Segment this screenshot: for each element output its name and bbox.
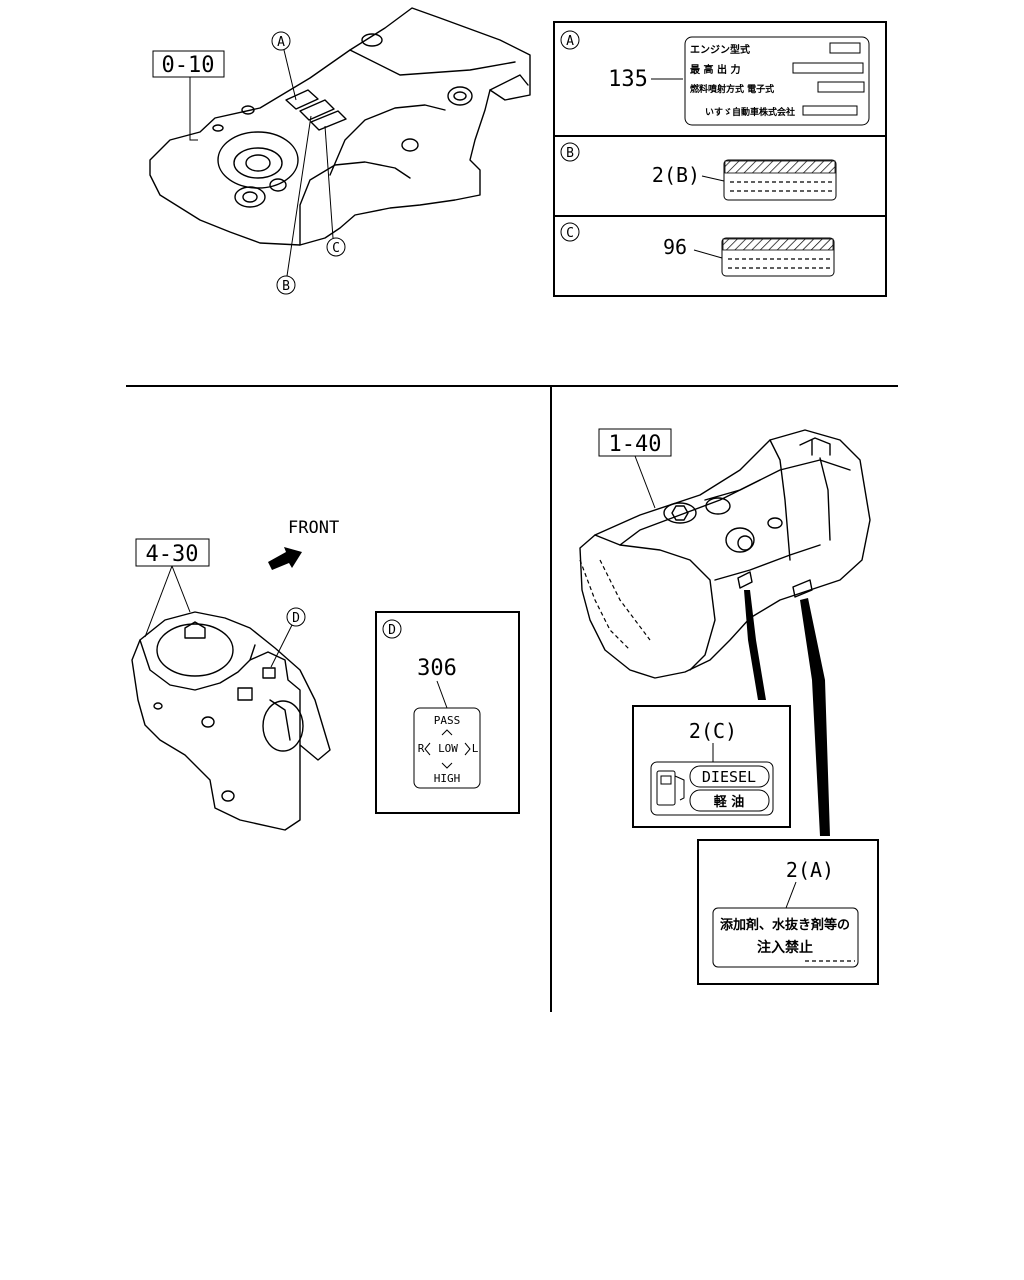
engine-nameplate [684, 36, 870, 126]
svg-text:添加剤、水抜き剤等の: 添加剤、水抜き剤等の [720, 917, 850, 933]
svg-text:D: D [292, 611, 300, 626]
svg-text:B: B [282, 279, 290, 294]
label-2a-location [792, 579, 813, 598]
svg-text:最 高 出 力: 最 高 出 力 [690, 63, 740, 76]
panel-d: D 306 PASS R LOW L HIGH [375, 611, 520, 814]
panel-c-part-no: 96 [663, 235, 687, 259]
callout-a-engine: A [271, 31, 291, 51]
svg-text:R: R [418, 742, 425, 755]
label-2c-location [737, 571, 753, 589]
label-a-location [285, 89, 319, 110]
svg-text:0-10: 0-10 [162, 53, 215, 78]
panel-a: A 135 エンジン型式 最 高 出 力 燃料噴射方式 電子式 いすゞ自動車株式… [560, 30, 870, 126]
svg-text:D: D [388, 623, 396, 638]
label-c-location [310, 110, 347, 131]
svg-text:エンジン型式: エンジン型式 [690, 43, 750, 56]
label-2c-part-no: 2(C) [689, 719, 737, 743]
svg-text:注入禁止: 注入禁止 [757, 939, 813, 956]
label-2a-box: 2(A) 添加剤、水抜き剤等の 注入禁止 [697, 839, 879, 985]
panel-d-part-no: 306 [417, 656, 457, 681]
engine-cover-drawing [149, 7, 531, 246]
svg-text:A: A [566, 34, 574, 49]
label-2c-box: 2(C) DIESEL 軽 油 [632, 705, 791, 828]
leader-2c [744, 590, 766, 700]
engine-part-ref[interactable]: 0-10 [152, 50, 225, 78]
fuel-tank-drawing [579, 429, 871, 679]
dimmer-switch-label [413, 707, 481, 789]
label-2a-part-no: 2(A) [786, 858, 834, 882]
svg-text:A: A [277, 35, 285, 50]
svg-text:4-30: 4-30 [146, 542, 199, 567]
callout-d-switch: D [286, 607, 306, 627]
svg-text:1-40: 1-40 [609, 432, 662, 457]
switch-housing-drawing [131, 611, 331, 831]
svg-text:PASS: PASS [434, 714, 461, 727]
callout-c-engine: C [326, 237, 346, 257]
svg-text:軽 油: 軽 油 [714, 794, 745, 810]
panel-b: B 2(B) [560, 142, 837, 201]
fuel-pump-icon [656, 770, 685, 806]
front-label: FRONT [288, 518, 339, 538]
tank-part-ref[interactable]: 1-40 [598, 428, 672, 457]
svg-text:LOW: LOW [438, 742, 458, 755]
svg-text:L: L [472, 742, 479, 755]
label-panel-stack [553, 21, 887, 297]
svg-text:B: B [566, 146, 574, 161]
svg-text:DIESEL: DIESEL [702, 768, 756, 786]
panel-a-part-no: 135 [608, 67, 648, 92]
svg-text:燃料噴射方式 電子式: 燃料噴射方式 電子式 [690, 83, 774, 95]
panel-b-part-no: 2(B) [652, 163, 700, 187]
svg-text:いすゞ自動車株式会社: いすゞ自動車株式会社 [705, 106, 795, 118]
svg-text:C: C [332, 241, 340, 256]
svg-text:HIGH: HIGH [434, 772, 461, 785]
label-b-location [299, 99, 335, 121]
switch-part-ref[interactable]: 4-30 [135, 538, 210, 567]
front-arrow-icon [268, 547, 302, 570]
panel-c: C 96 [560, 222, 835, 277]
callout-b-engine: B [276, 275, 296, 295]
svg-text:C: C [566, 226, 574, 241]
leader-2a [800, 598, 830, 836]
